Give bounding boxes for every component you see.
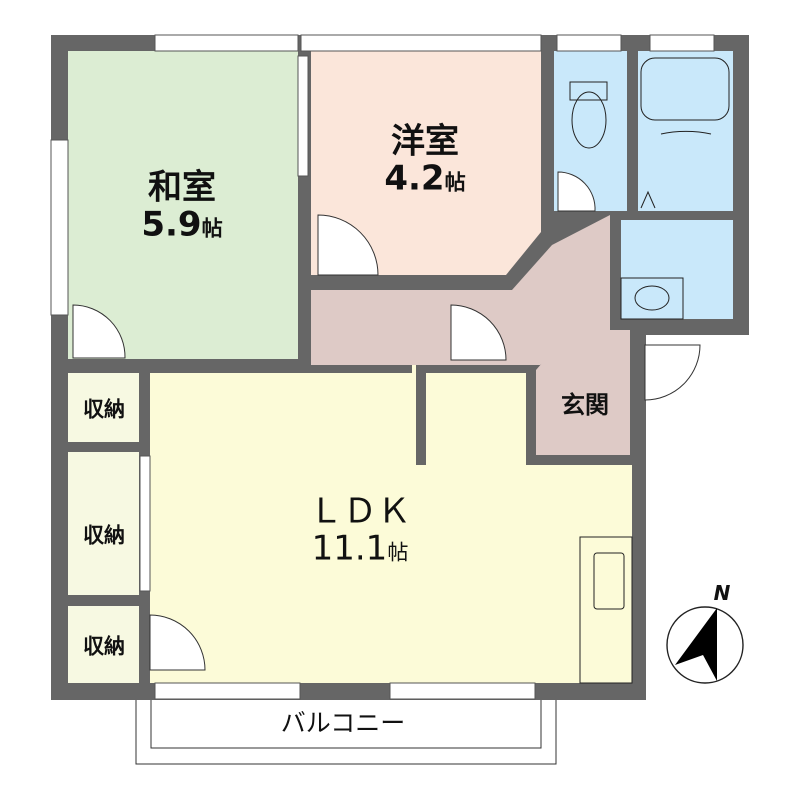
- ldk-size: 11.1: [311, 528, 388, 568]
- ldk-name: ＬＤＫ: [309, 491, 411, 532]
- fixtures: [569, 57, 730, 684]
- room-ldk: [150, 365, 632, 683]
- interior-wall-ldk: [416, 365, 426, 465]
- storage-1: [68, 373, 139, 442]
- north-arrow-icon: [675, 608, 717, 681]
- ldk-unit: 帖: [387, 539, 409, 564]
- compass: [666, 606, 744, 684]
- compass-north-label: N: [713, 581, 731, 606]
- storage-label-3: 収納: [83, 634, 125, 659]
- storage-2: [68, 452, 139, 595]
- washitsu-unit: 帖: [201, 215, 223, 240]
- storage-label-2: 収納: [83, 523, 125, 548]
- genkan-label: 玄関: [561, 391, 609, 420]
- youshitsu-size: 4.2: [384, 158, 445, 198]
- storage-3: [68, 606, 139, 683]
- storage-label-1: 収納: [83, 397, 125, 422]
- room-washitsu: [68, 51, 298, 359]
- doors: [72, 171, 701, 671]
- windows: [50, 34, 715, 700]
- washitsu-name: 和室: [148, 167, 216, 208]
- corridor: [311, 215, 630, 365]
- room-genkan: [536, 340, 630, 455]
- washitsu-size: 5.9: [141, 204, 202, 244]
- youshitsu-unit: 帖: [444, 169, 466, 194]
- youshitsu-label: 洋室 4.2帖: [384, 123, 465, 196]
- balcony-label: バルコニー: [280, 708, 406, 738]
- washitsu-label: 和室 5.9帖: [141, 169, 222, 242]
- ldk-label: ＬＤＫ 11.1帖: [309, 493, 411, 566]
- room-youshitsu: [311, 51, 541, 275]
- room-washroom: [621, 220, 733, 319]
- youshitsu-name: 洋室: [391, 121, 459, 162]
